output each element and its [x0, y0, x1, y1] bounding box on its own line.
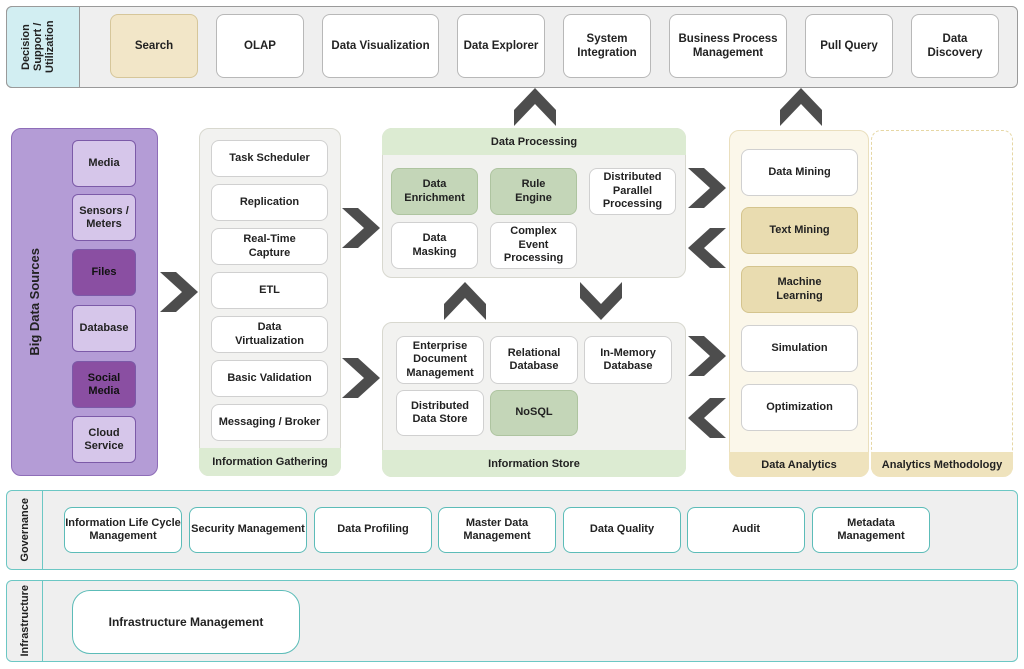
distributed-data-store-box[interactable]: Distributed Data Store — [396, 390, 484, 436]
business-process-management-box[interactable]: Business Process Management — [669, 14, 787, 78]
search-box[interactable]: Search — [110, 14, 198, 78]
right-chevron-icon — [342, 358, 380, 398]
right-chevron-icon — [688, 336, 726, 376]
source-database[interactable]: Database — [72, 305, 136, 352]
source-sensors-meters[interactable]: Sensors / Meters — [72, 194, 136, 241]
right-chevron-icon — [160, 272, 198, 312]
big-data-sources-label: Big Data Sources — [27, 248, 42, 356]
source-social-media[interactable]: Social Media — [72, 361, 136, 408]
relational-database-box[interactable]: Relational Database — [490, 336, 578, 384]
basic-validation-box[interactable]: Basic Validation — [211, 360, 328, 397]
data-discovery-box[interactable]: Data Discovery — [911, 14, 999, 78]
up-chevron-icon — [514, 88, 556, 126]
pull-query-box[interactable]: Pull Query — [805, 14, 893, 78]
source-media[interactable]: Media — [72, 140, 136, 187]
governance-label: Governance — [18, 498, 31, 562]
down-chevron-icon — [580, 282, 622, 320]
information-store-title: Information Store — [382, 450, 686, 477]
analytics-methodology-panel — [871, 130, 1013, 477]
up-chevron-icon — [780, 88, 822, 126]
complex-event-processing-box[interactable]: Complex Event Processing — [490, 222, 577, 269]
data-masking-box[interactable]: Data Masking — [391, 222, 478, 269]
source-files[interactable]: Files — [72, 249, 136, 296]
metadata-management-box[interactable]: Metadata Management — [812, 507, 930, 553]
data-explorer-box[interactable]: Data Explorer — [457, 14, 545, 78]
governance-label-cell: Governance — [7, 491, 43, 569]
decision-support-label: Decision Support / Utilization — [20, 20, 56, 74]
infrastructure-management-box[interactable]: Infrastructure Management — [72, 590, 300, 654]
data-profiling-box[interactable]: Data Profiling — [314, 507, 432, 553]
audit-box[interactable]: Audit — [687, 507, 805, 553]
etl-box[interactable]: ETL — [211, 272, 328, 309]
machine-learning-box[interactable]: Machine Learning — [741, 266, 858, 313]
simulation-box[interactable]: Simulation — [741, 325, 858, 372]
security-management-box[interactable]: Security Management — [189, 507, 307, 553]
right-chevron-icon — [342, 208, 380, 248]
analytics-methodology-title: Analytics Methodology — [871, 452, 1013, 477]
replication-box[interactable]: Replication — [211, 184, 328, 221]
information-life-cycle-management-box[interactable]: Information Life Cycle Management — [64, 507, 182, 553]
data-mining-box[interactable]: Data Mining — [741, 149, 858, 196]
data-enrichment-box[interactable]: Data Enrichment — [391, 168, 478, 215]
source-cloud-service[interactable]: Cloud Service — [72, 416, 136, 463]
up-chevron-icon — [444, 282, 486, 320]
olap-box[interactable]: OLAP — [216, 14, 304, 78]
decision-support-label-cell: Decision Support / Utilization — [6, 6, 80, 88]
messaging-broker-box[interactable]: Messaging / Broker — [211, 404, 328, 441]
data-processing-title: Data Processing — [382, 128, 686, 155]
in-memory-database-box[interactable]: In-Memory Database — [584, 336, 672, 384]
nosql-box[interactable]: NoSQL — [490, 390, 578, 436]
data-visualization-box[interactable]: Data Visualization — [322, 14, 439, 78]
system-integration-box[interactable]: System Integration — [563, 14, 651, 78]
infrastructure-label-cell: Infrastructure — [7, 581, 43, 661]
data-quality-box[interactable]: Data Quality — [563, 507, 681, 553]
data-virtualization-box[interactable]: Data Virtualization — [211, 316, 328, 353]
left-chevron-icon — [688, 398, 726, 438]
right-chevron-icon — [688, 168, 726, 208]
enterprise-document-management-box[interactable]: Enterprise Document Management — [396, 336, 484, 384]
data-analytics-title: Data Analytics — [729, 452, 869, 477]
infrastructure-label: Infrastructure — [18, 585, 31, 657]
optimization-box[interactable]: Optimization — [741, 384, 858, 431]
text-mining-box[interactable]: Text Mining — [741, 207, 858, 254]
distributed-parallel-processing-box[interactable]: Distributed Parallel Processing — [589, 168, 676, 215]
information-gathering-title: Information Gathering — [199, 448, 341, 476]
real-time-capture-box[interactable]: Real-Time Capture — [211, 228, 328, 265]
master-data-management-box[interactable]: Master Data Management — [438, 507, 556, 553]
task-scheduler-box[interactable]: Task Scheduler — [211, 140, 328, 177]
rule-engine-box[interactable]: Rule Engine — [490, 168, 577, 215]
big-data-sources-label-cell: Big Data Sources — [18, 128, 52, 476]
left-chevron-icon — [688, 228, 726, 268]
